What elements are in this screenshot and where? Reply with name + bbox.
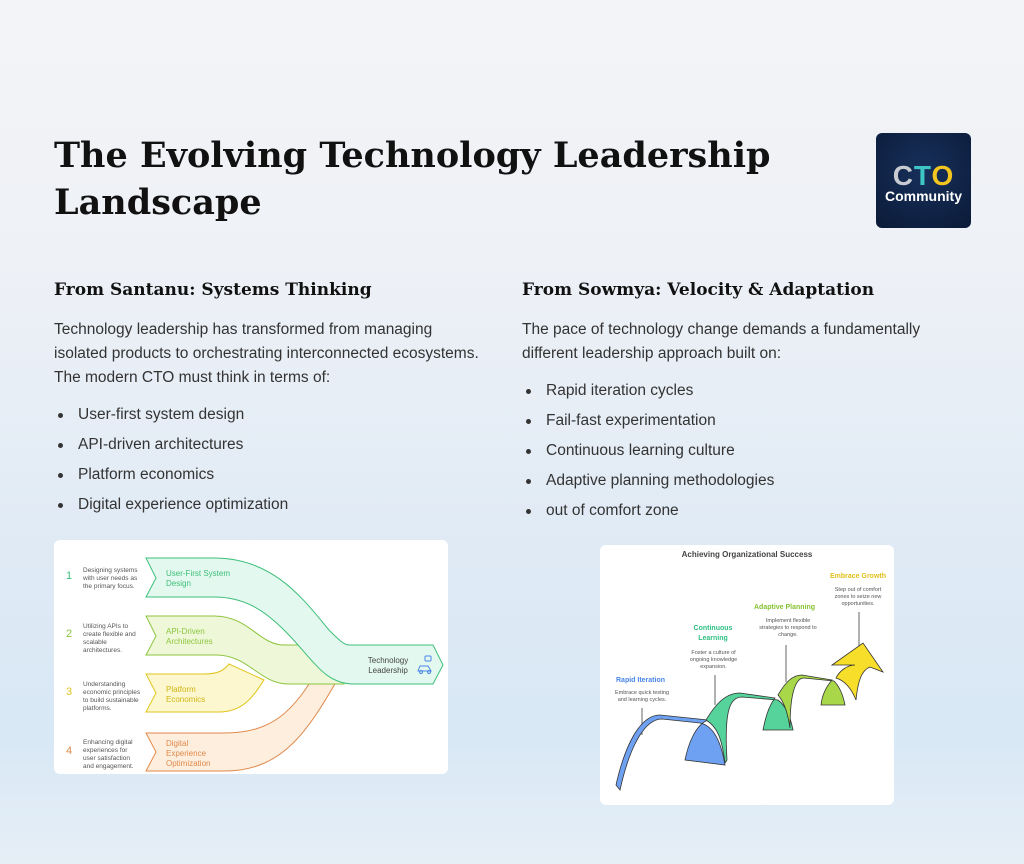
ribbon-rapid-iteration: [615, 714, 726, 791]
list-item: Adaptive planning methodologies: [522, 466, 952, 496]
list-item: Platform economics: [54, 460, 484, 490]
list-item: Fail-fast experimentation: [522, 406, 952, 436]
list-item: API-driven architectures: [54, 430, 484, 460]
step-number: 3: [66, 686, 73, 698]
band-platform-economics: [145, 663, 265, 713]
step-description: Foster a culture of ongoing knowledge ex…: [689, 650, 738, 670]
systems-thinking-diagram: 1 2 3 4 Designing systems with user need…: [54, 540, 448, 774]
step-description: Understanding economic principles to bui…: [83, 681, 141, 712]
band-label: Digital Experience Optimization: [166, 739, 211, 768]
ribbon-steps: [615, 612, 885, 791]
robot-car-icon: [417, 655, 432, 674]
band-label: User-First System Design: [166, 569, 230, 588]
cto-community-logo: CTO Community: [876, 133, 971, 228]
step-description: Implement flexible strategies to respond…: [759, 618, 817, 638]
band-label: API-Driven Architectures: [166, 627, 213, 646]
section-paragraph: The pace of technology change demands a …: [522, 321, 921, 362]
santanu-section: From Santanu: Systems Thinking Technolog…: [54, 280, 484, 520]
sowmya-section: From Sowmya: Velocity & Adaptation The p…: [522, 280, 952, 526]
band-label: Platform Economics: [166, 685, 206, 704]
section-paragraph: Technology leadership has transformed fr…: [54, 321, 479, 386]
band-user-first: [145, 557, 444, 685]
band-api-driven: [145, 615, 345, 685]
step-number: 1: [66, 570, 73, 582]
step-description: Step out of comfort zones to seize new o…: [834, 587, 882, 607]
ribbon-adaptive-planning: [777, 674, 846, 729]
diagram-title: Achieving Organizational Success: [681, 550, 813, 559]
section-heading: From Santanu: Systems Thinking: [54, 280, 372, 300]
list-item: Continuous learning culture: [522, 436, 952, 466]
step-description: Utilizing APIs to create flexible and sc…: [83, 623, 136, 654]
bullet-list: User-first system design API-driven arch…: [54, 400, 484, 520]
list-item: User-first system design: [54, 400, 484, 430]
flow-bands: [145, 557, 444, 772]
logo-wordmark: CTO: [892, 159, 955, 191]
step-number: 2: [66, 628, 73, 640]
page-title: The Evolving Technology Leadership Lands…: [54, 135, 771, 223]
step-label: Continuous Learning: [693, 625, 733, 642]
list-item: Rapid iteration cycles: [522, 376, 952, 406]
step-label: Rapid Iteration: [616, 677, 666, 684]
step-description: Embrace quick testing and learning cycle…: [614, 690, 670, 703]
list-item: Digital experience optimization: [54, 490, 484, 520]
step-label: Adaptive Planning: [754, 604, 816, 611]
step-number: 4: [66, 745, 73, 757]
step-description: Designing systems with user needs as the…: [83, 567, 138, 590]
logo-community-text: Community: [885, 187, 962, 204]
step-description: Enhancing digital experiences for user s…: [83, 739, 134, 770]
target-label: Technology Leadership: [367, 656, 409, 675]
list-item: out of comfort zone: [522, 496, 952, 526]
section-heading: From Sowmya: Velocity & Adaptation: [522, 280, 875, 300]
arrow-embrace-growth: [830, 642, 885, 701]
step-label: Embrace Growth: [830, 573, 887, 580]
organizational-success-diagram: Achieving Organizational Success Rapid I…: [600, 545, 894, 805]
bullet-list: Rapid iteration cycles Fail-fast experim…: [522, 376, 952, 526]
